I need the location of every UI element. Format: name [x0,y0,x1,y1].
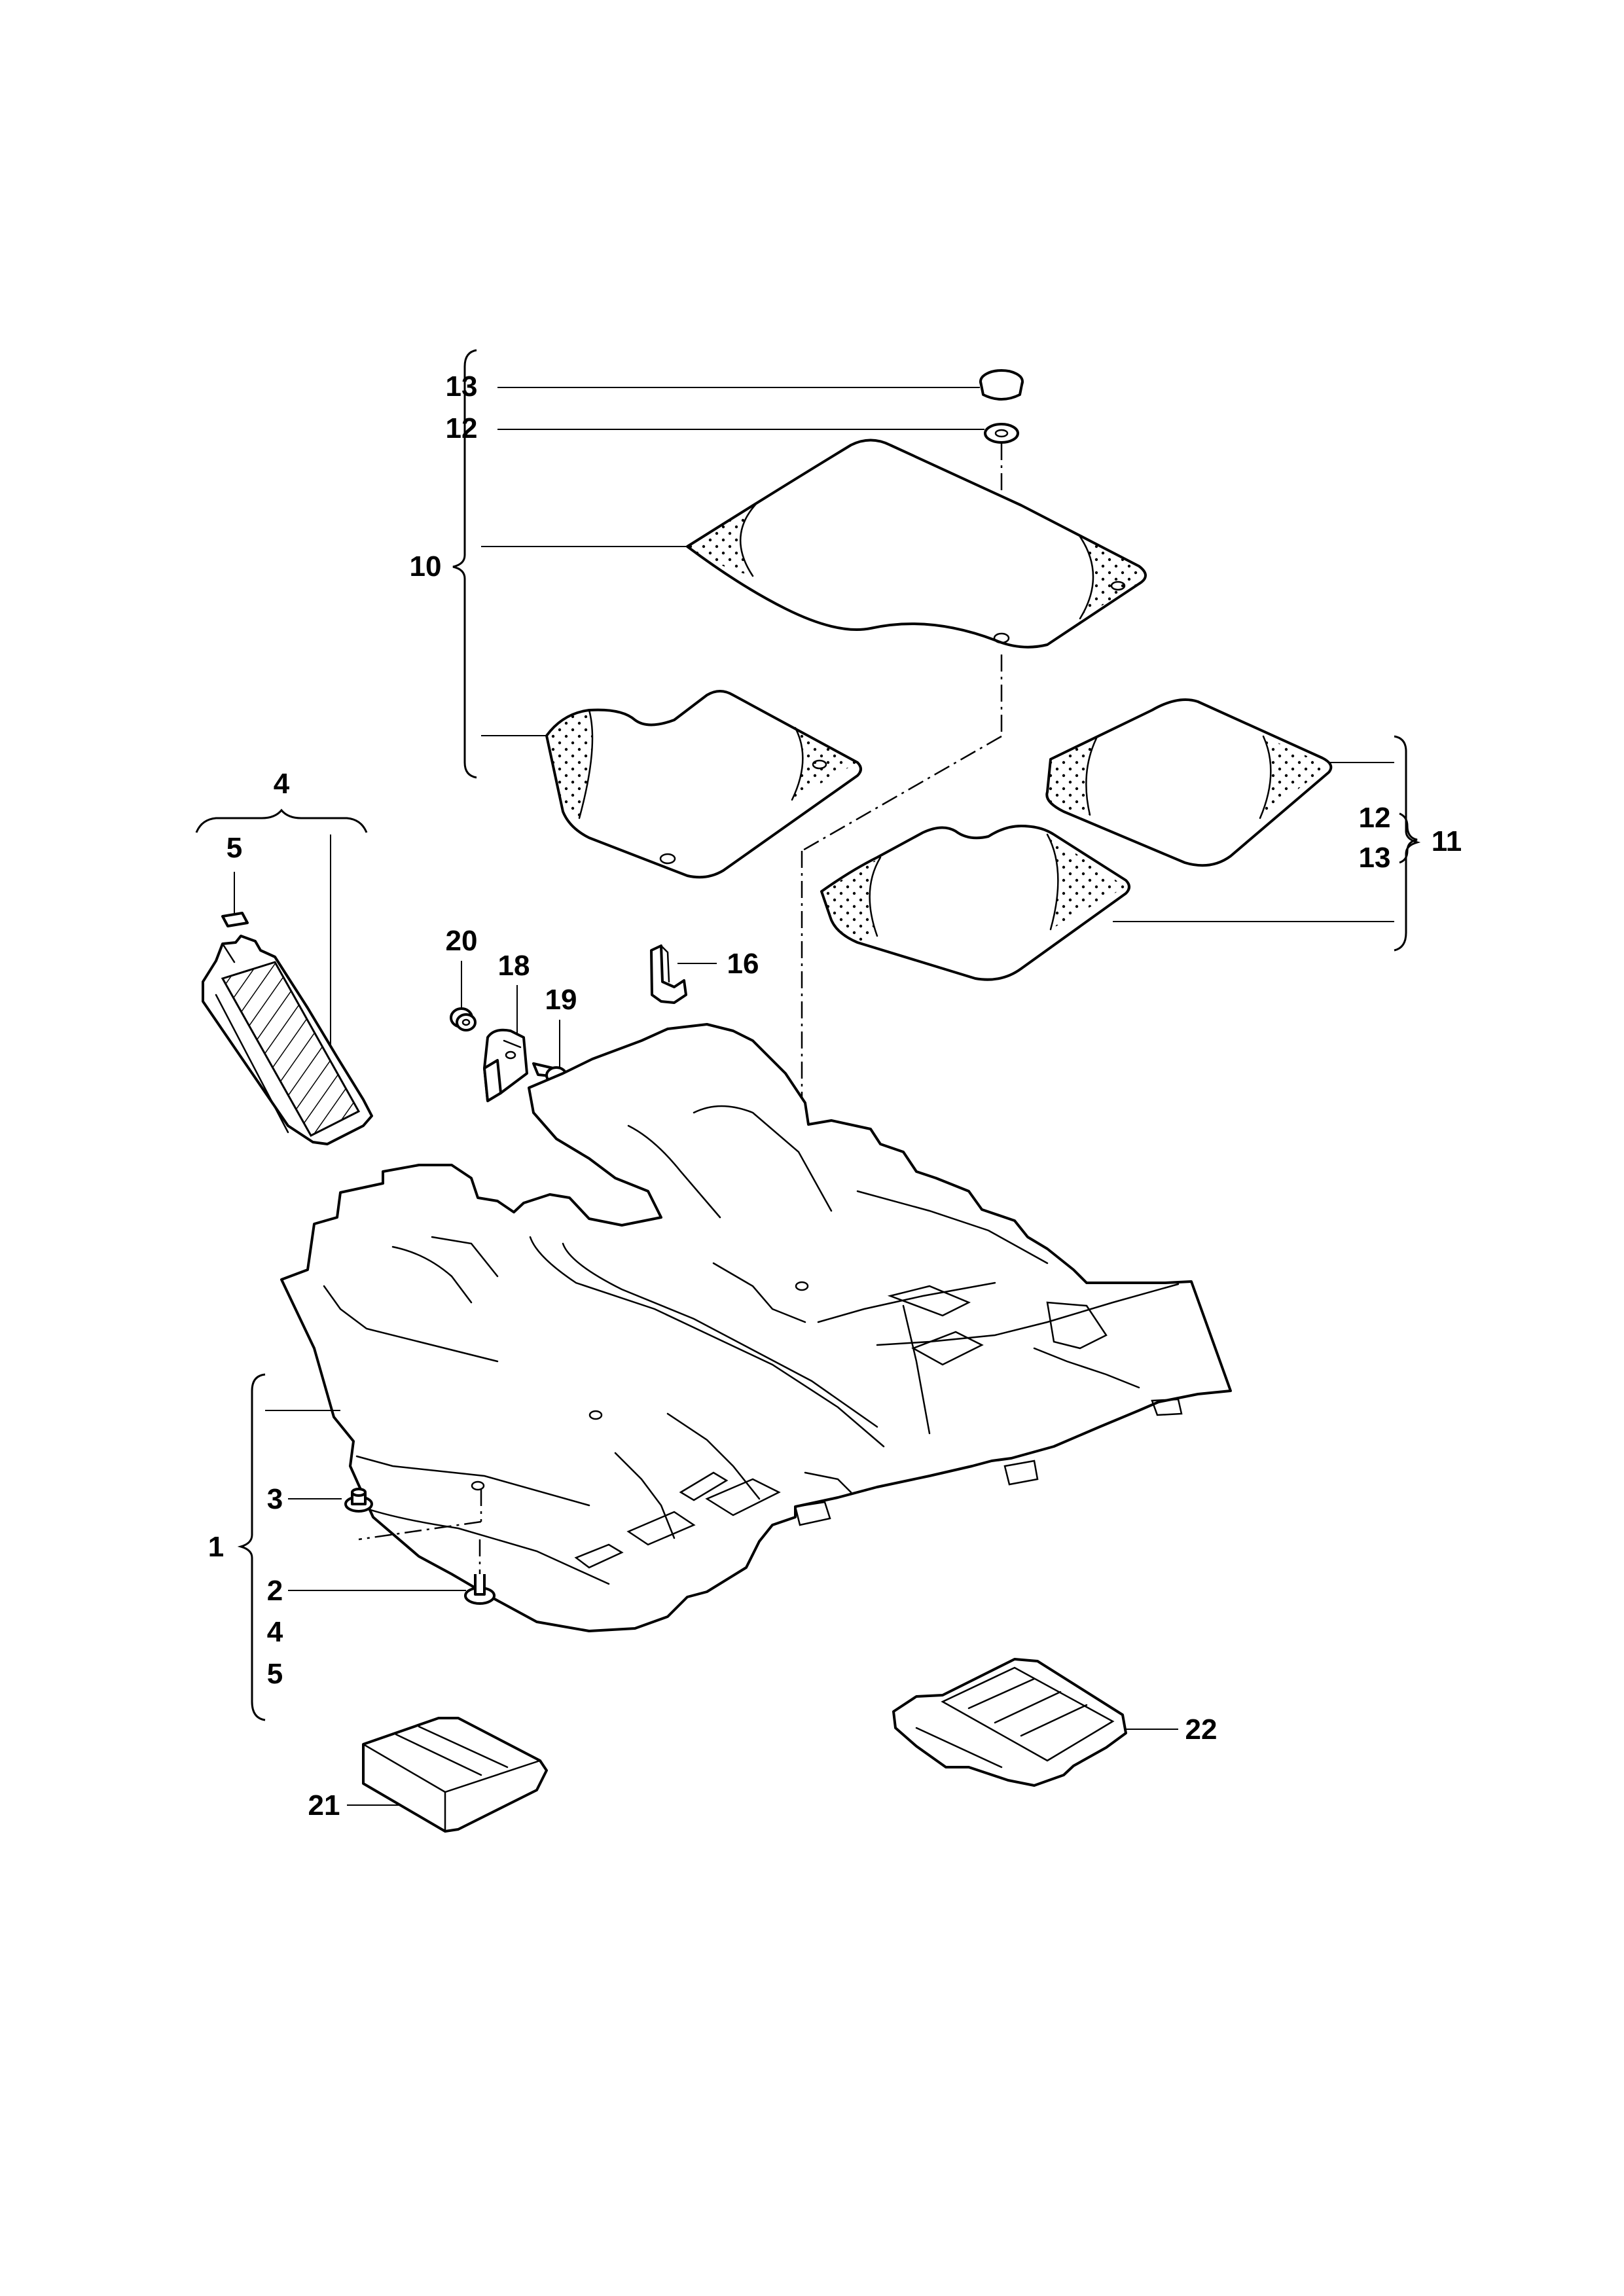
bracket-18 [483,985,528,1102]
brace-11 [1113,735,1421,952]
clip-2 [288,1574,496,1605]
nut-20 [450,961,477,1031]
callout-3: 3 [267,1483,283,1515]
callout-11: 11 [1432,825,1462,857]
callout-13-top: 13 [446,370,478,403]
assembly-axis-diagonal [801,735,1002,852]
callout-18: 18 [498,950,530,982]
callout-12-list: 12 [1359,802,1391,834]
brace-10 [452,349,687,779]
callout-21: 21 [308,1789,340,1821]
callout-12-top: 12 [446,412,478,444]
assembly-axis-clip-3b [358,1520,482,1541]
foam-block-21 [347,1717,548,1833]
callout-5-list: 5 [267,1658,283,1690]
brace-1 [237,1373,340,1721]
hook-16 [650,944,717,1004]
small-clip-5 [221,912,249,927]
brace-4 [195,808,368,1073]
front-floor-mat-driver [545,690,862,879]
rear-floor-mat-right [1045,698,1333,867]
front-floor-mat-main [686,439,1147,649]
callout-5-top: 5 [226,832,242,864]
clip-3 [288,1488,373,1513]
storage-tray-22 [892,1658,1178,1787]
callout-1: 1 [208,1531,224,1563]
callout-13-list: 13 [1359,842,1391,874]
rear-floor-mat-left [820,825,1130,981]
side-trim-panel-4 [202,935,373,1145]
floor-carpet-1 [280,1023,1232,1632]
callout-16: 16 [727,948,759,980]
callout-2: 2 [267,1575,283,1607]
callout-22: 22 [1185,1713,1218,1746]
mat-cap-13 [497,369,1024,401]
mat-grommet-12 [497,423,1019,444]
callout-20: 20 [446,925,478,957]
callout-4-top: 4 [274,768,290,800]
callout-19: 19 [545,984,577,1016]
callout-10: 10 [410,550,442,583]
callout-4-list: 4 [267,1616,283,1648]
